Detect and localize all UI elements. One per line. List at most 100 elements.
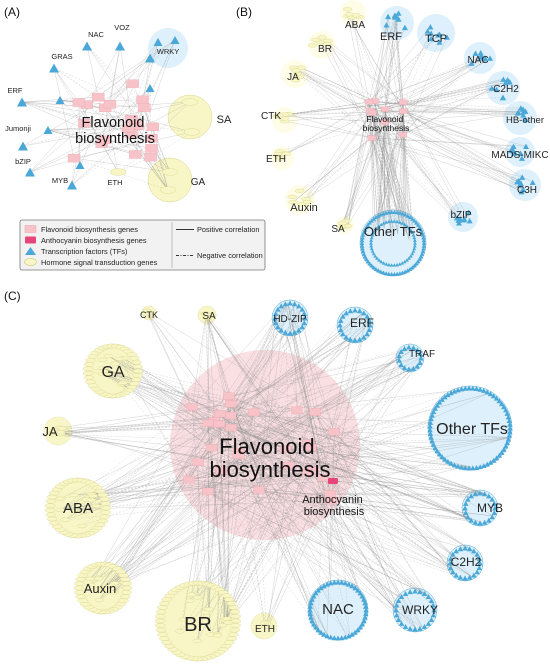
tf-node-icon xyxy=(417,351,423,357)
panel-a-hub-title-line1: Flavonoid xyxy=(82,115,145,131)
tf-node-icon xyxy=(457,574,464,580)
network-edge xyxy=(327,43,403,135)
panel-a-label-jumonji: Jumonji xyxy=(5,124,31,133)
network-edge xyxy=(189,422,432,480)
tf-node-icon xyxy=(311,621,317,627)
network-edge xyxy=(278,101,375,157)
hormone-gene-node xyxy=(142,308,152,313)
other-tf-node-icon xyxy=(377,258,381,262)
network-edge xyxy=(47,129,136,155)
tf-node-icon xyxy=(447,565,454,571)
tf-node-icon xyxy=(417,625,423,631)
tf-node-icon xyxy=(427,427,433,433)
flavonoid-gene-node xyxy=(223,392,235,400)
network-edge xyxy=(189,479,493,517)
network-edge xyxy=(308,472,487,495)
network-edge xyxy=(230,303,288,404)
network-edge xyxy=(330,500,425,594)
tf-node-icon xyxy=(275,324,281,330)
network-edge xyxy=(268,477,323,625)
tf-node-icon xyxy=(496,398,503,404)
tf-node-icon xyxy=(496,452,503,458)
tf-node-icon xyxy=(357,590,363,596)
network-edge xyxy=(327,40,404,103)
panel-a-hub-title: Flavonoid biosynthesis xyxy=(75,115,155,147)
network-edge xyxy=(230,403,417,630)
tf-node-icon xyxy=(492,505,498,511)
hormone-gene-node xyxy=(86,582,96,588)
other-tf-node-icon xyxy=(373,215,379,220)
hormone-gene-node xyxy=(155,623,166,628)
network-edge xyxy=(308,443,474,551)
tf-node-icon xyxy=(340,331,346,337)
hormone-gene-node xyxy=(322,41,332,47)
tf-node-icon xyxy=(361,334,367,340)
other-tf-node-icon xyxy=(359,238,365,243)
tf-node-icon xyxy=(493,86,500,93)
tf-node-icon xyxy=(522,143,529,149)
other-tf-node-icon xyxy=(397,271,403,276)
other-tf-node-icon xyxy=(364,225,369,230)
network-edge xyxy=(368,101,374,237)
other-tf-node-icon xyxy=(408,254,413,258)
network-edge xyxy=(322,364,420,478)
network-edge xyxy=(368,34,439,102)
flavonoid-gene-node xyxy=(302,469,314,477)
network-edge xyxy=(317,477,323,629)
tf-node-icon xyxy=(335,579,341,585)
network-edge xyxy=(308,443,453,555)
network-edge xyxy=(21,101,132,120)
network-edge xyxy=(197,448,286,598)
hormone-gene-node xyxy=(294,74,305,79)
network-edge xyxy=(238,451,486,495)
network-edge xyxy=(292,303,309,444)
flavonoid-gene-node xyxy=(213,420,226,428)
network-edge xyxy=(285,332,309,473)
network-edge xyxy=(59,403,231,428)
network-edge xyxy=(403,110,527,147)
panel-b-label-auxin: Auxin xyxy=(290,202,318,214)
other-tf-node-icon xyxy=(407,266,413,271)
network-edge xyxy=(78,102,119,173)
hormone-gene-node xyxy=(98,371,108,377)
network-edge xyxy=(179,443,309,632)
other-tf-node-icon xyxy=(413,241,417,245)
tf-node-icon xyxy=(434,448,440,454)
tf-node-icon xyxy=(291,301,298,307)
tf-node-icon xyxy=(498,449,505,455)
other-tf-node-icon xyxy=(400,261,405,265)
tf-node-icon xyxy=(468,493,474,499)
tf-node-icon xyxy=(395,598,402,603)
tf-node-icon xyxy=(315,627,321,633)
network-edge xyxy=(403,110,533,183)
hormone-gene-node xyxy=(181,98,199,106)
panel-b-label-other-tfs: Other TFs xyxy=(364,224,423,239)
tf-node-icon xyxy=(487,459,494,465)
flavonoid-gene-node xyxy=(99,135,112,145)
tf-node-icon xyxy=(313,624,319,630)
tf-node-icon xyxy=(488,85,495,91)
hormone-gene-node xyxy=(55,507,65,512)
network-edge xyxy=(322,477,452,569)
network-edge xyxy=(231,313,276,428)
tf-node-icon xyxy=(504,410,510,416)
other-tf-node-icon xyxy=(361,230,367,235)
network-edge xyxy=(320,42,372,139)
tf-node-icon xyxy=(484,461,490,467)
network-edge xyxy=(352,17,386,110)
network-edge xyxy=(219,413,434,606)
flavonoid-gene-node xyxy=(103,100,117,109)
network-edge xyxy=(207,491,474,522)
network-edge xyxy=(207,438,508,492)
network-edge xyxy=(403,111,413,232)
flavonoid-gene-node xyxy=(381,106,390,112)
legend-flavonoid-label: Flavonoid biosynthesis genes xyxy=(41,225,138,234)
network-edge xyxy=(313,470,470,498)
network-edge xyxy=(189,431,335,601)
hormone-gene-node xyxy=(82,370,94,376)
tf-node-icon xyxy=(462,545,468,551)
network-edge xyxy=(64,423,220,520)
network-edge xyxy=(60,423,220,511)
network-edge xyxy=(322,339,351,478)
tf-node-icon xyxy=(287,300,293,306)
